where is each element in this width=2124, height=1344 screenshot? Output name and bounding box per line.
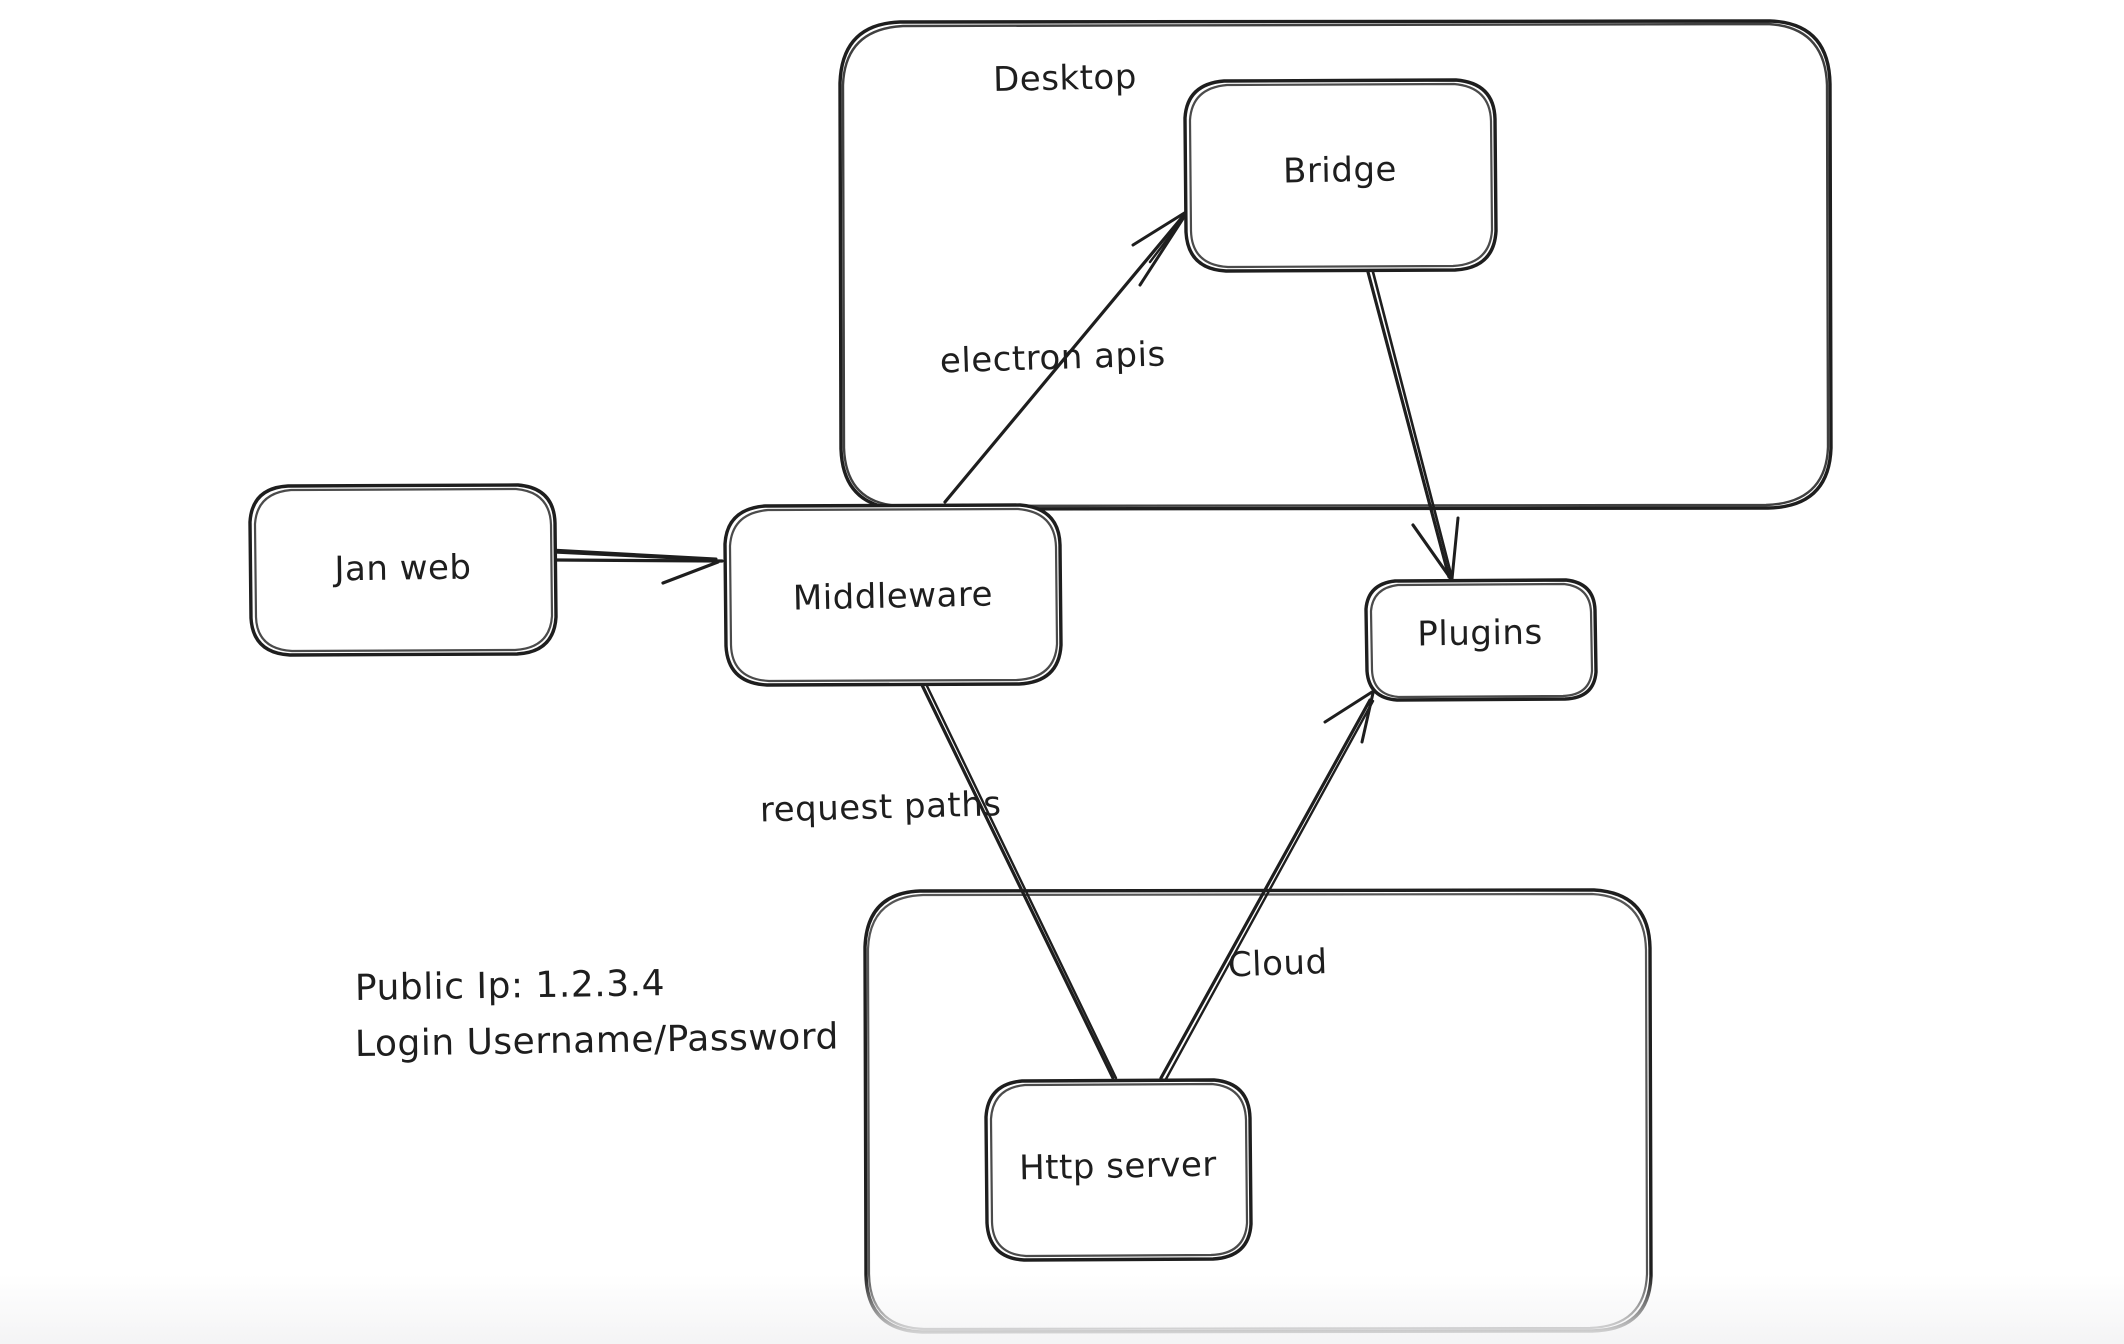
free-text-block[interactable]: Public Ip: 1.2.3.4 Login Username/Passwo… bbox=[355, 963, 839, 1065]
edge-label-cloud: Cloud bbox=[1227, 942, 1328, 985]
node-bridge[interactable]: Bridge bbox=[1183, 78, 1498, 273]
free-text-login-credentials: Login Username/Password bbox=[355, 1016, 839, 1065]
node-http-server-label: Http server bbox=[1019, 1145, 1217, 1189]
edge-label-request-paths: request paths bbox=[759, 784, 1002, 830]
container-desktop[interactable]: Desktop bbox=[838, 19, 1833, 511]
edge-http-server-to-plugins[interactable]: Cloud bbox=[1159, 690, 1375, 1081]
node-bridge-label: Bridge bbox=[1283, 150, 1398, 192]
node-plugins-label: Plugins bbox=[1417, 613, 1543, 655]
container-desktop-label: Desktop bbox=[993, 57, 1138, 100]
free-text-public-ip: Public Ip: 1.2.3.4 bbox=[355, 963, 666, 1009]
node-middleware[interactable]: Middleware bbox=[723, 503, 1063, 687]
edge-middleware-to-bridge[interactable]: electron apis bbox=[939, 210, 1188, 504]
edge-label-electron-apis: electron apis bbox=[939, 334, 1166, 381]
node-jan-web[interactable]: Jan web bbox=[248, 483, 558, 657]
node-http-server[interactable]: Http server bbox=[984, 1078, 1253, 1262]
edge-middleware-to-http-server[interactable]: request paths bbox=[759, 683, 1118, 1080]
node-jan-web-label: Jan web bbox=[332, 548, 472, 590]
node-plugins[interactable]: Plugins bbox=[1364, 578, 1598, 702]
edge-bridge-to-plugins[interactable] bbox=[1366, 270, 1460, 581]
node-middleware-label: Middleware bbox=[793, 574, 994, 618]
